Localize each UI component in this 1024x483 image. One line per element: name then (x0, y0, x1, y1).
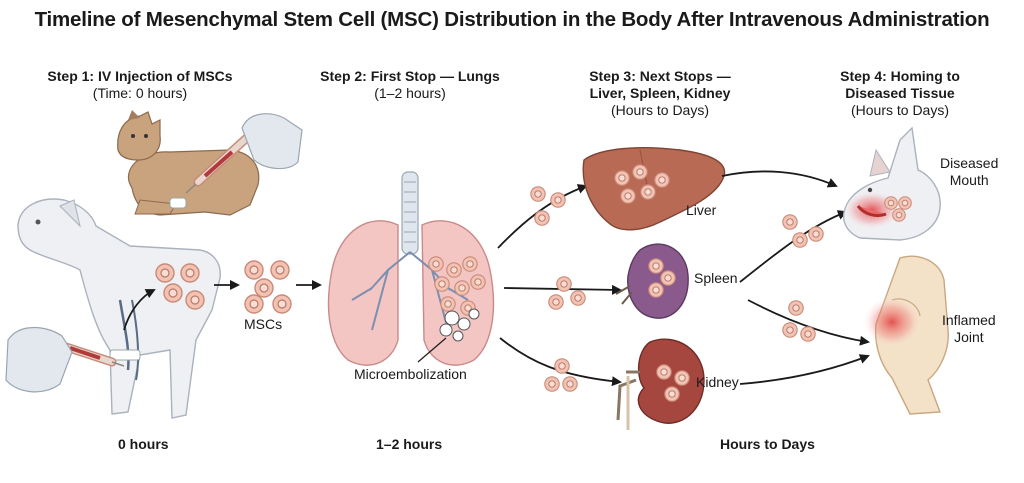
glove-hand-bottom (5, 327, 73, 393)
arrow-kidney-to-joint (739, 354, 870, 385)
homing-cells (782, 214, 824, 342)
diagram-title: Timeline of Mesenchymal Stem Cell (MSC) … (34, 8, 990, 31)
label-diseased-mouth-line1: Diseased (940, 155, 999, 171)
label-liver: Liver (686, 202, 717, 218)
label-diseased-mouth: Diseased Mouth (940, 155, 998, 189)
dog-illustration (17, 198, 221, 419)
step-4-time: (Hours to Days) (850, 102, 950, 118)
label-spleen: Spleen (694, 270, 738, 286)
microembolization-clot (439, 308, 480, 342)
timeline-hours-to-days: Hours to Days (720, 436, 815, 452)
step-3-heading-line1: Step 3: Next Stops — (589, 68, 731, 84)
step-4-heading-line1: Step 4: Homing to (840, 68, 960, 84)
step-2-time: (1–2 hours) (374, 85, 446, 101)
kidney-illustration (616, 338, 705, 430)
label-diseased-mouth-line2: Mouth (949, 172, 989, 188)
timeline-1-2-hours: 1–2 hours (376, 436, 443, 452)
step-1-heading: Step 1: IV Injection of MSCs (47, 68, 233, 84)
arrow-liver-to-mouth (721, 170, 838, 188)
label-mscs: MSCs (244, 316, 283, 332)
step-1-time: (Time: 0 hours) (92, 85, 188, 101)
step-2-header: Step 2: First Stop — Lungs (1–2 hours) (290, 68, 530, 102)
step-1-header: Step 1: IV Injection of MSCs (Time: 0 ho… (20, 68, 260, 102)
liver-illustration (582, 147, 726, 231)
step-2-heading: Step 2: First Stop — Lungs (320, 68, 500, 84)
label-inflamed-joint-line2: Joint (954, 329, 984, 345)
cat-illustration (117, 110, 260, 216)
label-kidney: Kidney (696, 374, 739, 390)
step-3-time: (Hours to Days) (610, 102, 710, 118)
glove-hand-top (241, 113, 303, 170)
cat-head-illustration (842, 126, 941, 241)
label-microembolization: Microembolization (354, 366, 467, 382)
step-4-header: Step 4: Homing to Diseased Tissue (Hours… (780, 68, 1020, 119)
step-4-heading-line2: Diseased Tissue (845, 85, 955, 101)
mscs-cluster (244, 260, 292, 314)
step-3-heading-line2: Liver, Spleen, Kidney (589, 85, 731, 101)
spleen-illustration (615, 243, 689, 319)
joint-illustration (862, 255, 949, 415)
label-inflamed-joint-line1: Inflamed (942, 312, 996, 328)
timeline-0-hours: 0 hours (118, 436, 169, 452)
step-3-header: Step 3: Next Stops — Liver, Spleen, Kidn… (540, 68, 780, 119)
microembolization-pointer (417, 337, 447, 363)
dog-inject-arrow (123, 289, 156, 331)
arrow-to-kidney (499, 337, 622, 387)
label-inflamed-joint: Inflamed Joint (942, 312, 996, 346)
